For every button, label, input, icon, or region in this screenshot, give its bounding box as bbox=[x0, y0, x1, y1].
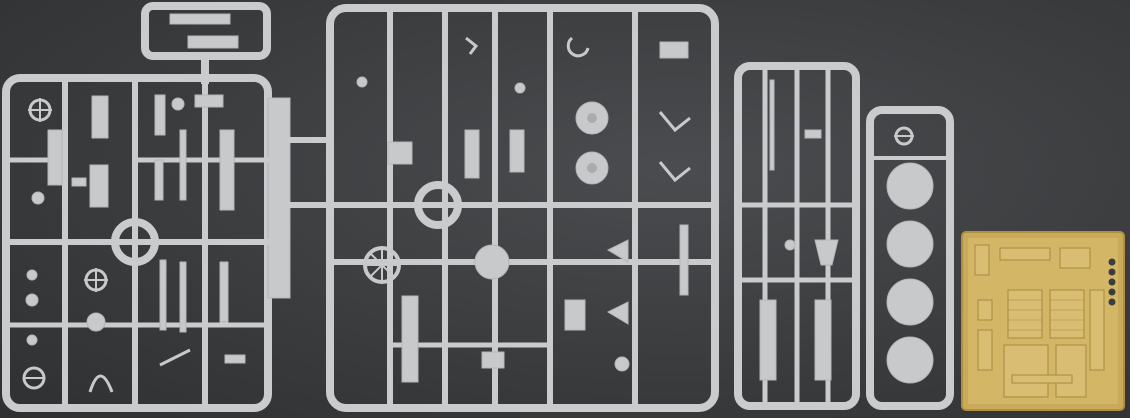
road-wheel-2 bbox=[886, 220, 934, 268]
road-wheel-1 bbox=[886, 162, 934, 210]
road-wheel-3 bbox=[886, 278, 934, 326]
road-wheel-4 bbox=[886, 336, 934, 384]
